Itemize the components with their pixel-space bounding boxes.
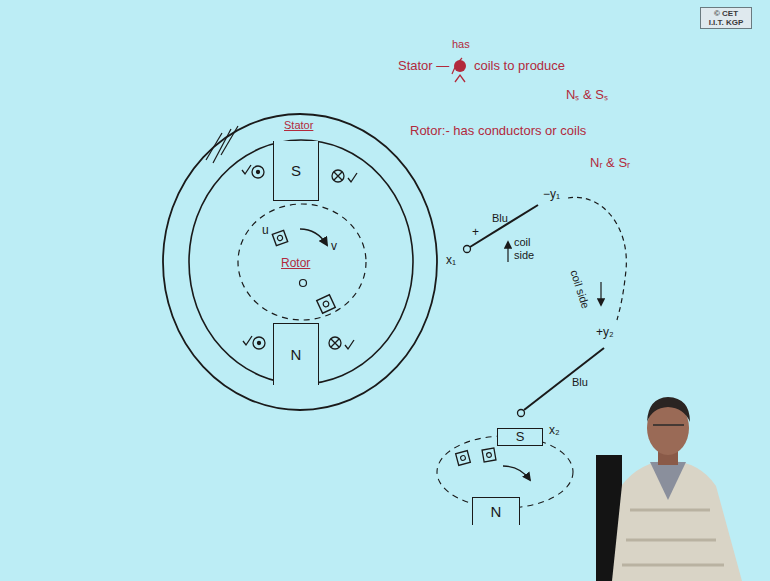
coil-terminal	[464, 246, 471, 253]
yoke-hatching	[206, 126, 238, 163]
tick-mark	[345, 340, 354, 349]
conductor-dot	[322, 300, 329, 307]
shirt-collar	[650, 462, 686, 500]
polarity-sign: +	[472, 226, 479, 240]
insert-mark	[452, 58, 462, 74]
logo-box: © CETI.I.T. KGP	[700, 7, 752, 29]
conductor-dot	[486, 452, 492, 458]
current-arrow	[507, 242, 508, 262]
note-text: Rotor:- has conductors or coils	[410, 124, 586, 139]
conductor-name: u	[262, 224, 269, 238]
coil-end-connection	[568, 197, 626, 320]
conductor-box	[272, 230, 287, 245]
sweater	[612, 460, 742, 581]
rotor-conductor	[272, 230, 287, 245]
stator-pole: S	[497, 428, 543, 446]
conductor-dot	[277, 235, 284, 242]
stator-pole: N	[273, 323, 319, 385]
conductor-box	[317, 295, 336, 314]
cross-symbol	[334, 172, 342, 180]
conductor-box	[482, 448, 496, 462]
lecturer-figure	[596, 397, 742, 581]
stator-pole: S	[273, 141, 319, 201]
note-text: Stator —	[398, 59, 449, 74]
terminal-name: x₂	[549, 424, 560, 438]
stator-yoke-inner	[189, 140, 413, 384]
rotor-conductor	[317, 295, 336, 314]
pole-letter: N	[491, 503, 502, 520]
rotation-arrow	[300, 229, 327, 245]
stator-yoke-outer	[163, 114, 437, 410]
rotor-conductor	[482, 448, 496, 462]
conductor-dot	[460, 455, 466, 461]
note-text: coils to produce	[474, 59, 565, 74]
terminal-name: −y₁	[543, 188, 560, 202]
dot-symbol	[252, 166, 264, 178]
terminal-name: +y₂	[596, 326, 614, 340]
logo-text: I.I.T. KGP	[709, 18, 744, 27]
conductor-box	[456, 451, 471, 466]
note-text: Nₛ & Sₛ	[566, 88, 608, 103]
part-name: Stator	[284, 119, 313, 132]
hatch-line	[206, 133, 222, 160]
coil-side-line	[524, 348, 604, 410]
rotor-conductor	[456, 451, 471, 466]
dot-symbol	[253, 337, 265, 349]
hatch-line	[221, 126, 238, 155]
rotor-shaft	[300, 280, 307, 287]
current-arrow	[600, 282, 601, 305]
hatch-line	[213, 129, 231, 163]
rotor-circle	[238, 204, 366, 320]
logo-text: © CET	[714, 9, 738, 18]
tick-mark	[348, 173, 357, 182]
sweater-pattern	[622, 510, 724, 565]
cross-symbol	[331, 339, 339, 347]
pole-letter: N	[291, 346, 302, 363]
glasses	[653, 424, 684, 426]
speed-symbol: v	[331, 240, 337, 254]
emf-label: Blu	[492, 212, 508, 225]
coil-side-label: coil side	[514, 236, 544, 261]
coil-side-label: coil side	[568, 268, 592, 310]
coil-terminal	[518, 410, 525, 417]
pole-letter: S	[291, 162, 301, 179]
note-text: has	[452, 38, 470, 51]
cross-symbol	[332, 170, 344, 182]
insert-caret	[455, 75, 465, 82]
note-text: Nᵣ & Sᵣ	[590, 156, 630, 171]
pole-letter: S	[516, 430, 525, 445]
dot-symbol	[257, 171, 260, 174]
dot-symbol	[258, 342, 261, 345]
part-name: Rotor	[281, 257, 310, 271]
terminal-name: x₁	[446, 254, 456, 268]
tick-mark	[242, 165, 251, 174]
stator-pole: N	[472, 497, 520, 525]
emf-label: Blu	[572, 376, 588, 389]
rotation-arrow	[503, 466, 530, 480]
cross-symbol	[329, 337, 341, 349]
hair	[647, 397, 690, 422]
tick-mark	[243, 336, 252, 345]
